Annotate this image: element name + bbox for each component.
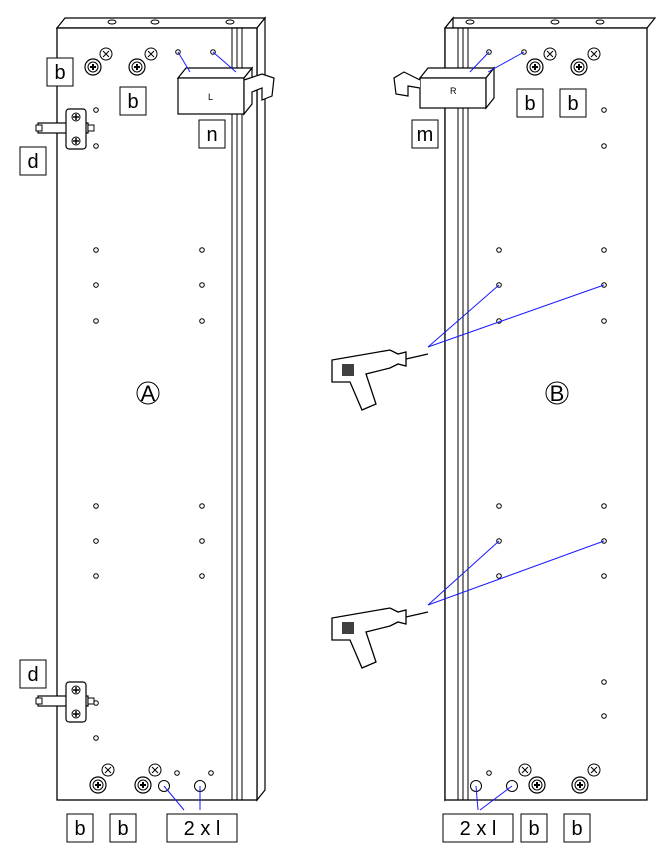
callout-b: b: [571, 818, 582, 840]
callout-2xl: 2 x l: [184, 818, 221, 840]
panel-b: R B: [393, 16, 657, 811]
callout-m: m: [417, 124, 434, 146]
callout-b: b: [528, 818, 539, 840]
bracket-icon: R: [393, 66, 496, 110]
panel-symbol-a: A: [141, 381, 156, 406]
callout-n: n: [206, 124, 217, 146]
callout-b: b: [74, 818, 85, 840]
bracket-label-r: R: [450, 86, 457, 96]
drill-icon: [331, 540, 605, 669]
callout-b: b: [567, 93, 578, 115]
callout-2xl: 2 x l: [460, 818, 497, 840]
bracket-icon: L: [176, 66, 275, 116]
panel-a: L A: [35, 16, 275, 811]
panel-symbol-b: B: [550, 381, 565, 406]
callout-b: b: [524, 93, 535, 115]
callout-b: b: [117, 818, 128, 840]
callout-b: b: [127, 91, 138, 113]
callout-d: d: [27, 151, 38, 173]
bracket-label-l: L: [208, 92, 213, 102]
callout-d: d: [27, 664, 38, 686]
callout-b: b: [54, 62, 65, 84]
drill-icon: [331, 284, 605, 411]
